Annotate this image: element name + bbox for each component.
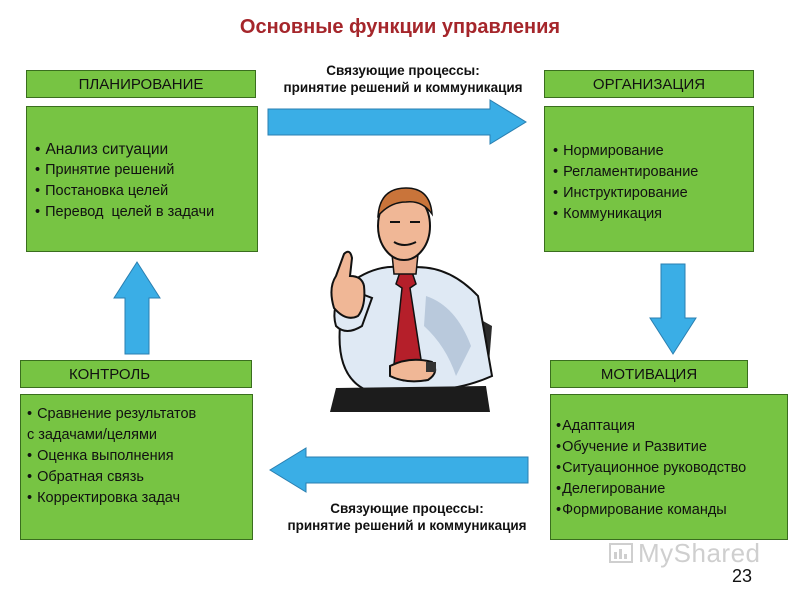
planning-list: •Анализ ситуации •Принятие решений •Пост… [35,139,257,223]
list-item: •Ситуационное руководство [556,460,747,476]
list-item: •Анализ ситуации [35,141,169,158]
list-item: •Коммуникация [553,206,663,222]
linking-processes-top: Связующие процессы: принятие решений и к… [258,62,548,96]
linking-processes-top-line2: принятие решений и коммуникация [283,80,523,95]
arrow-down-icon [649,263,697,355]
motivation-header: МОТИВАЦИЯ [550,360,748,388]
control-header: КОНТРОЛЬ [20,360,252,388]
list-item: •Инструктирование [553,185,688,201]
list-item: •Принятие решений [35,162,175,178]
list-item: •Постановка целей [35,183,169,199]
organization-header: ОРГАНИЗАЦИЯ [544,70,754,98]
page-title: Основные функции управления [239,16,561,38]
arrow-right-icon [267,99,527,145]
list-item: •Нормирование [553,143,664,159]
list-item: •Формирование команды [556,502,727,518]
list-item: •Обучение и Развитие [556,439,707,455]
arrow-up-icon [113,261,161,355]
myshared-logo-icon [609,543,633,563]
list-item: •Корректировка задач [27,490,181,506]
linking-processes-top-line1: Связующие процессы: [326,63,480,78]
list-item: •Оценка выполнения [27,448,174,464]
list-item: •Делегирование [556,481,666,497]
linking-processes-bottom-line2: принятие решений и коммуникация [287,518,527,533]
motivation-list: •Адаптация •Обучение и Развитие •Ситуаци… [556,416,787,521]
businessman-thumbs-up-icon [330,187,494,412]
watermark: MyShared [608,538,761,569]
list-item: •Обратная связь [27,469,144,485]
organization-list: •Нормирование •Регламентирование •Инстру… [553,141,753,225]
list-item: •Регламентирование [553,164,699,180]
control-box: •Сравнение результатов с задачами/целями… [20,394,253,540]
arrow-left-icon [269,447,529,493]
watermark-text: MyShared [638,538,761,568]
linking-processes-bottom-line1: Связующие процессы: [330,501,484,516]
list-item: •Перевод целей в задачи [35,204,215,220]
motivation-box: •Адаптация •Обучение и Развитие •Ситуаци… [550,394,788,540]
organization-box: •Нормирование •Регламентирование •Инстру… [544,106,754,252]
list-item: •Адаптация [556,418,635,434]
linking-processes-bottom: Связующие процессы: принятие решений и к… [262,500,552,534]
planning-header: ПЛАНИРОВАНИЕ [26,70,256,98]
planning-box: •Анализ ситуации •Принятие решений •Пост… [26,106,258,252]
list-item: с задачами/целями [27,427,158,443]
control-list: •Сравнение результатов с задачами/целями… [27,404,252,509]
page-number: 23 [732,566,753,586]
list-item: •Сравнение результатов [27,406,197,422]
